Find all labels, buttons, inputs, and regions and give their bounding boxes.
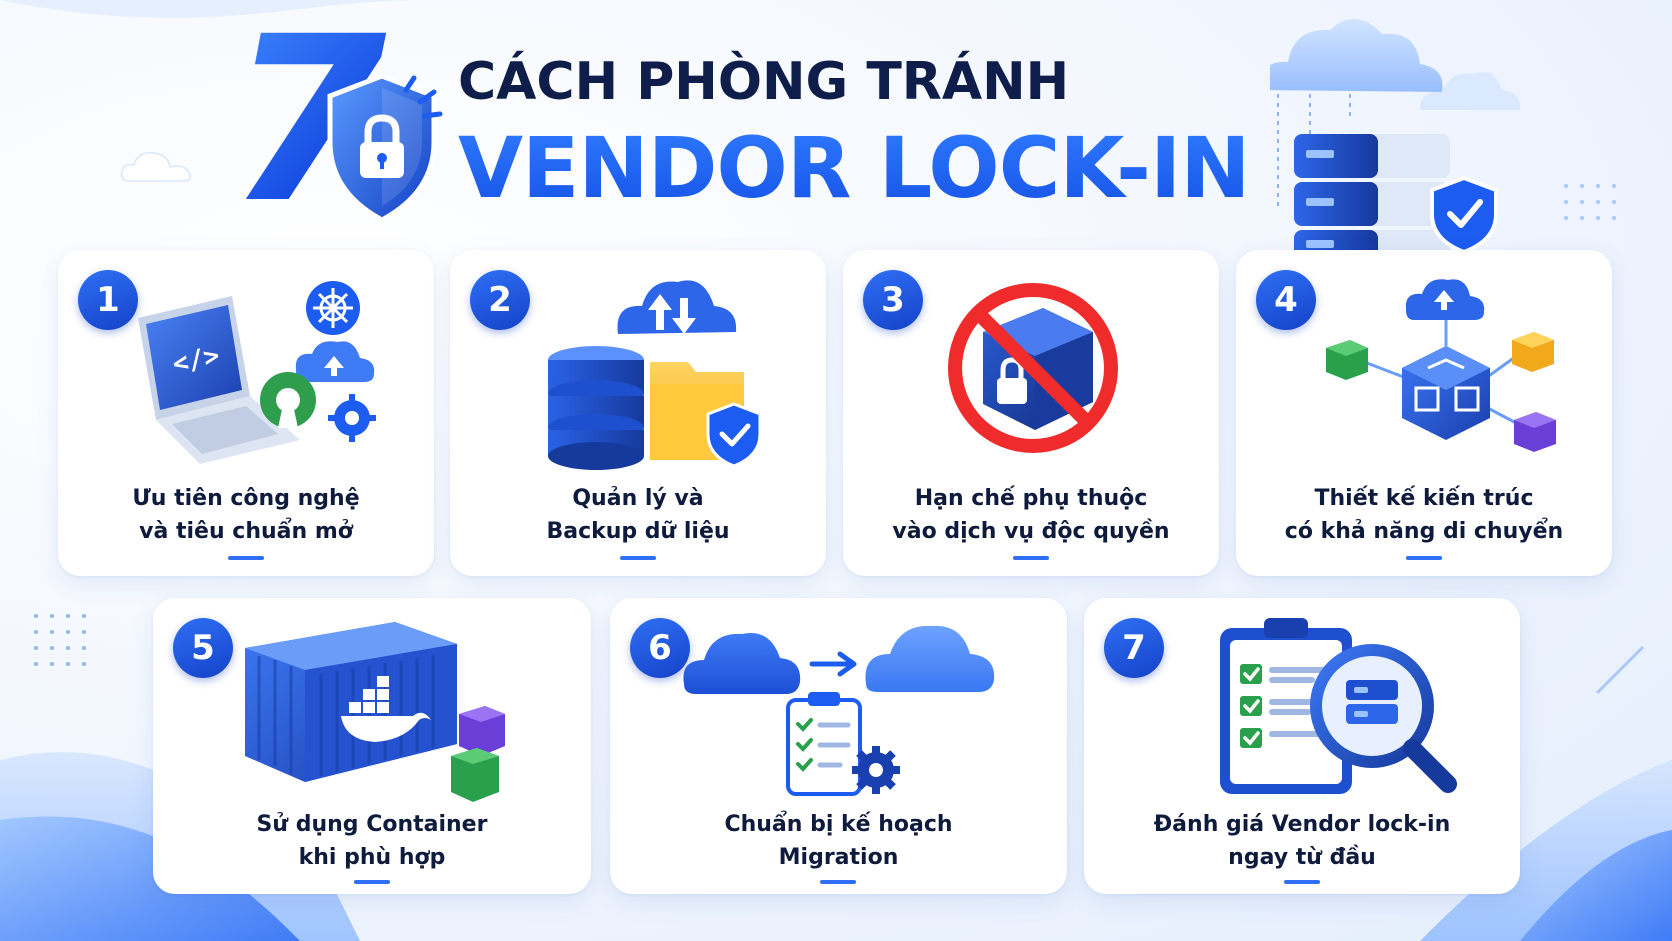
card-2: 2 [450, 250, 826, 576]
card-5: 5 [153, 598, 591, 894]
card-underline [1013, 556, 1049, 560]
shield-lock-icon [327, 73, 437, 223]
laptop-code-icon: </> [138, 281, 376, 464]
checklist-magnifier-icon [1220, 618, 1457, 794]
dot-grid-decoration [34, 614, 86, 666]
card-underline [820, 880, 856, 884]
card-underline [1284, 880, 1320, 884]
card-number-badge: 3 [863, 270, 923, 330]
prohibited-locked-box-icon [948, 283, 1118, 453]
dot-grid-decoration [1564, 184, 1616, 220]
card-underline [1406, 556, 1442, 560]
card-number-badge: 1 [78, 270, 138, 330]
spark-lines-decoration [403, 75, 443, 119]
container-icon [245, 622, 505, 802]
cloud-migration-icon [683, 625, 995, 796]
title-line-2: VENDOR LOCK-IN [458, 119, 1251, 217]
line-decoration [1596, 646, 1644, 694]
database-backup-icon [548, 280, 762, 470]
card-number-badge: 7 [1104, 618, 1164, 678]
card-number-badge: 4 [1256, 270, 1316, 330]
card-4: 4 Thiết kế kiến [1236, 250, 1612, 576]
card-underline [354, 880, 390, 884]
title-line-1: CÁCH PHÒNG TRÁNH [458, 52, 1070, 112]
cloud-icon [120, 152, 192, 182]
card-7: 7 [1084, 598, 1520, 894]
card-number-badge: 6 [630, 618, 690, 678]
card-6: 6 [610, 598, 1067, 894]
card-number-badge: 5 [173, 618, 233, 678]
card-1: 1 </> Ưu tiên công [58, 250, 434, 576]
portable-architecture-icon [1326, 279, 1556, 452]
card-number-badge: 2 [470, 270, 530, 330]
cloud-server-shield-icon [1270, 18, 1521, 260]
card-underline [228, 556, 264, 560]
card-underline [620, 556, 656, 560]
